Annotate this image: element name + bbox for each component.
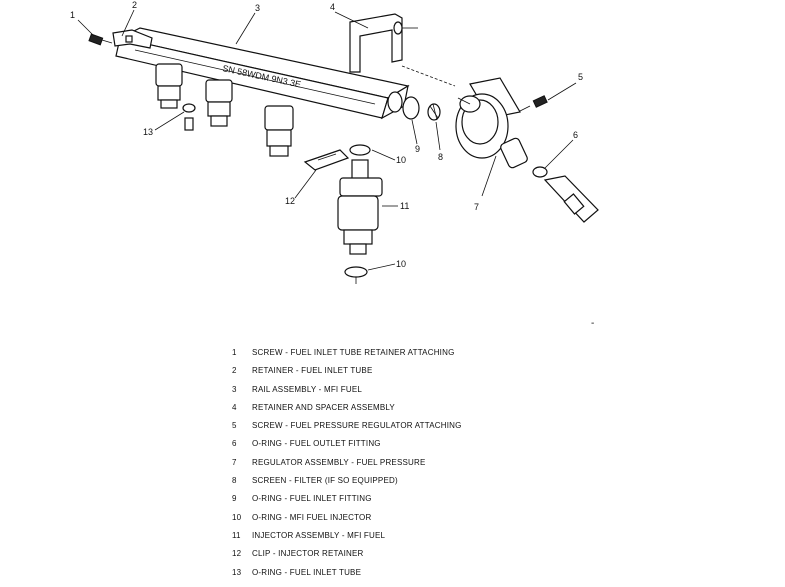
callout-10-bottom: 10 [396, 259, 406, 269]
legend-text: REGULATOR ASSEMBLY - FUEL PRESSURE [252, 457, 426, 467]
callout-leaders [77, 9, 577, 271]
legend-number: 11 [232, 530, 241, 540]
legend-text: RETAINER AND SPACER ASSEMBLY [252, 402, 395, 412]
o-ring-injector-top [349, 144, 371, 156]
legend-number: 13 [232, 567, 242, 577]
legend-text: O-RING - MFI FUEL INJECTOR [252, 512, 372, 522]
o-ring-outlet-fitting [532, 166, 548, 178]
injector-clip [303, 149, 350, 171]
legend-number: 6 [232, 439, 237, 449]
page-mark: - [591, 318, 595, 329]
legend-number: 4 [232, 402, 237, 412]
rail-injector-3 [264, 105, 294, 157]
callout-6: 6 [573, 130, 578, 140]
legend-number: 1 [232, 348, 237, 357]
exploded-view-diagram: SN 58WDM 9N3 3E [70, 0, 599, 284]
callout-13: 13 [143, 127, 153, 137]
o-ring-inlet-tube [182, 103, 196, 131]
retainer-spacer-assembly [349, 13, 418, 73]
callout-3: 3 [255, 3, 260, 13]
legend-text: O-RING - FUEL INLET TUBE [252, 567, 362, 577]
regulator-screw [519, 95, 548, 112]
legend-text: SCREW - FUEL INLET TUBE RETAINER ATTACHI… [252, 348, 455, 357]
legend-text: CLIP - INJECTOR RETAINER [252, 549, 364, 559]
legend-number: 5 [232, 421, 237, 431]
legend-number: 8 [232, 476, 237, 486]
callout-7: 7 [474, 202, 479, 212]
legend-item: 11 INJECTOR ASSEMBLY - MFI FUEL [232, 527, 462, 545]
callout-5: 5 [578, 72, 583, 82]
rail-injector-2 [205, 79, 233, 127]
filter-screen [427, 103, 441, 121]
legend-number: 10 [232, 512, 242, 522]
callout-4: 4 [330, 2, 335, 12]
fuel-rail: SN 58WDM 9N3 3E [115, 27, 410, 120]
rail-injector-1 [155, 63, 183, 109]
legend-text: RAIL ASSEMBLY - MFI FUEL [252, 384, 363, 394]
legend-item: 12 CLIP - INJECTOR RETAINER [232, 545, 462, 563]
legend-item: 13 O-RING - FUEL INLET TUBE [232, 564, 462, 582]
callout-8: 8 [438, 152, 443, 162]
parts-legend: 1 SCREW - FUEL INLET TUBE RETAINER ATTACH… [232, 344, 462, 582]
o-ring-inlet-fitting [402, 96, 420, 120]
legend-number: 2 [232, 366, 237, 376]
outlet-fitting [543, 175, 599, 223]
o-ring-injector-bottom [344, 266, 368, 278]
callout-2: 2 [132, 0, 137, 10]
pressure-regulator [455, 77, 528, 169]
callout-9: 9 [415, 144, 420, 154]
callout-11: 11 [400, 201, 409, 211]
legend-item: 9 O-RING - FUEL INLET FITTING [232, 490, 462, 508]
callout-12: 12 [285, 196, 295, 206]
legend-item: 6 O-RING - FUEL OUTLET FITTING [232, 435, 462, 453]
legend-text: SCREW - FUEL PRESSURE REGULATOR ATTACHIN… [252, 421, 462, 431]
legend-text: O-RING - FUEL INLET FITTING [252, 494, 372, 504]
legend-item: 4 RETAINER AND SPACER ASSEMBLY [232, 399, 462, 417]
legend-number: 12 [232, 549, 242, 559]
retainer-screw [88, 33, 113, 46]
legend-item: 3 RAIL ASSEMBLY - MFI FUEL [232, 381, 462, 399]
legend-item: 2 RETAINER - FUEL INLET TUBE [232, 362, 462, 380]
legend-text: RETAINER - FUEL INLET TUBE [252, 366, 373, 376]
legend-item: 8 SCREEN - FILTER (IF SO EQUIPPED) [232, 472, 462, 490]
legend-text: SCREEN - FILTER (IF SO EQUIPPED) [252, 476, 398, 486]
injector-assembly [337, 159, 383, 255]
legend-text: INJECTOR ASSEMBLY - MFI FUEL [252, 530, 386, 540]
legend-number: 3 [232, 384, 237, 394]
legend-text: O-RING - FUEL OUTLET FITTING [252, 439, 381, 449]
legend-item: 10 O-RING - MFI FUEL INJECTOR [232, 509, 462, 527]
legend-item: 7 REGULATOR ASSEMBLY - FUEL PRESSURE [232, 454, 462, 472]
callout-10-top: 10 [396, 155, 406, 165]
callout-1: 1 [70, 10, 75, 20]
legend-item: 1 SCREW - FUEL INLET TUBE RETAINER ATTACH… [232, 344, 462, 362]
legend-number: 7 [232, 457, 237, 467]
legend-number: 9 [232, 494, 237, 504]
legend-item: 5 SCREW - FUEL PRESSURE REGULATOR ATTACHI… [232, 417, 462, 435]
